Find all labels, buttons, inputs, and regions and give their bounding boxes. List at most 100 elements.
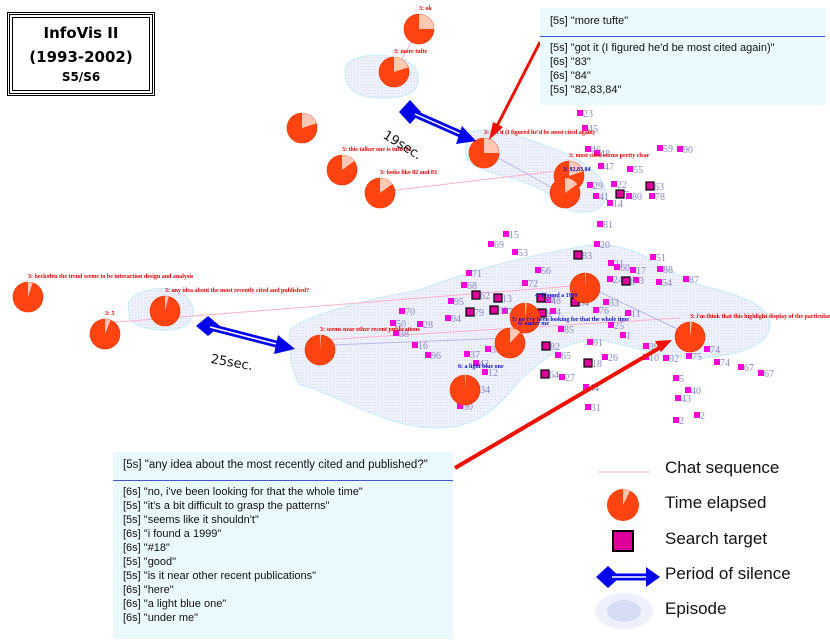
document-marker[interactable]: 12 <box>482 368 498 379</box>
document-marker[interactable]: 3 <box>633 276 644 287</box>
document-marker[interactable]: 81 <box>597 220 613 231</box>
time-elapsed-pie[interactable] <box>494 327 526 359</box>
document-marker[interactable]: 39 <box>643 342 659 353</box>
document-marker[interactable]: 72 <box>522 279 538 290</box>
search-target-marker[interactable]: 13 <box>493 293 512 305</box>
time-elapsed-pie[interactable]: 3: any idea about the most recently cite… <box>149 288 309 327</box>
document-marker[interactable]: 50 <box>390 319 406 330</box>
document-marker[interactable]: 92 <box>663 354 679 365</box>
document-marker[interactable]: 67 <box>738 363 754 374</box>
document-marker[interactable]: 95 <box>448 297 464 308</box>
document-marker[interactable]: 88 <box>657 265 673 276</box>
time-elapsed-pie[interactable] <box>286 112 318 144</box>
document-marker[interactable]: 67 <box>758 369 774 380</box>
document-marker[interactable]: 29 <box>587 181 603 192</box>
document-marker[interactable]: 4 <box>550 307 561 318</box>
time-elapsed-pie[interactable]: 3: more tufte <box>378 49 428 88</box>
document-marker[interactable]: 69 <box>488 240 504 251</box>
search-target-marker[interactable]: 18 <box>583 358 602 370</box>
search-target-marker[interactable]: 93 <box>489 305 508 317</box>
document-marker[interactable]: 48 <box>545 296 561 307</box>
document-marker[interactable]: 38 <box>393 329 409 340</box>
document-marker[interactable]: 11 <box>625 309 641 320</box>
marker-square <box>673 375 679 381</box>
document-marker[interactable]: 5 <box>673 374 684 385</box>
document-marker[interactable]: 60 <box>614 263 630 274</box>
search-target-marker[interactable]: 63 <box>645 181 664 193</box>
document-marker[interactable]: 74 <box>714 358 730 369</box>
search-target-marker[interactable]: 83 <box>536 293 555 305</box>
document-marker[interactable]: 56 <box>535 266 551 277</box>
search-target-marker[interactable]: 83 <box>573 250 592 262</box>
document-marker[interactable]: 45 <box>582 124 598 135</box>
document-marker[interactable]: 70 <box>399 307 415 318</box>
time-elapsed-pie[interactable]: 3: 5 <box>89 311 121 350</box>
document-marker[interactable]: 33 <box>603 298 619 309</box>
document-marker[interactable]: 59 <box>657 144 673 155</box>
document-marker[interactable]: 23 <box>577 109 593 120</box>
document-marker[interactable]: 2 <box>694 411 705 422</box>
document-marker[interactable]: 55 <box>627 165 643 176</box>
search-target-marker[interactable]: 6 <box>621 276 635 288</box>
document-marker[interactable]: 43 <box>675 394 691 405</box>
document-marker[interactable]: 47 <box>598 162 614 173</box>
time-elapsed-pie[interactable]: 3: ok <box>403 6 435 45</box>
document-marker[interactable]: 85 <box>558 325 574 336</box>
time-elapsed-pie[interactable]: 3: this talker one is tufte 82 <box>326 147 412 186</box>
marker-square <box>559 374 565 380</box>
document-marker[interactable]: 22 <box>611 180 627 191</box>
document-marker[interactable]: 41 <box>593 192 609 203</box>
time-elapsed-pie[interactable]: 3: i'm think that this highlight display… <box>674 314 830 353</box>
document-marker[interactable]: 14 <box>607 199 623 210</box>
document-marker[interactable]: 2 <box>673 416 684 427</box>
document-marker[interactable]: 91 <box>587 338 603 349</box>
time-elapsed-pie[interactable] <box>449 374 481 406</box>
document-marker[interactable]: 27 <box>559 373 575 384</box>
document-marker[interactable]: 53 <box>512 248 528 259</box>
search-target-marker[interactable]: 82 <box>541 341 560 353</box>
document-marker[interactable]: 68 <box>461 281 477 292</box>
document-marker[interactable]: 94 <box>445 314 461 325</box>
document-marker[interactable]: 16 <box>412 341 428 352</box>
document-marker[interactable]: 24 <box>607 275 623 286</box>
document-marker[interactable]: 51 <box>650 253 666 264</box>
document-marker[interactable]: 1 <box>620 331 631 342</box>
document-marker[interactable]: 96 <box>425 351 441 362</box>
document-marker[interactable]: 31 <box>585 403 601 414</box>
search-target-marker[interactable]: 64 <box>540 369 559 381</box>
document-marker[interactable]: 28 <box>417 320 433 331</box>
search-target-marker[interactable]: 62 <box>471 290 490 302</box>
marker-square <box>663 355 669 361</box>
document-marker[interactable]: 37 <box>464 350 480 361</box>
search-target-marker[interactable]: 79 <box>465 307 484 319</box>
time-elapsed-pie[interactable]: 3: heckofen the trend seems to be intera… <box>12 274 194 313</box>
time-elapsed-pie[interactable]: 3: looks like 82 and 83 <box>364 170 437 209</box>
document-marker[interactable]: 36 <box>485 345 501 356</box>
document-marker[interactable]: 40 <box>685 386 701 397</box>
document-marker[interactable]: 48 <box>594 149 610 160</box>
time-elapsed-pie[interactable]: 3: seems near other recent publications <box>304 327 420 366</box>
document-marker[interactable]: 75 <box>686 352 702 363</box>
document-marker[interactable]: 78 <box>649 192 665 203</box>
time-elapsed-pie[interactable] <box>569 272 601 304</box>
time-elapsed-pie[interactable] <box>509 302 541 334</box>
document-marker[interactable]: 54 <box>656 278 672 289</box>
document-marker[interactable]: 80 <box>626 192 642 203</box>
document-marker[interactable]: 20 <box>594 240 610 251</box>
marker-label: 40 <box>691 386 701 397</box>
document-marker[interactable]: 25 <box>608 321 624 332</box>
document-marker[interactable]: 90 <box>677 145 693 156</box>
document-marker[interactable]: 30 <box>457 402 473 413</box>
document-marker[interactable]: 17 <box>630 266 646 277</box>
document-marker[interactable]: 42 <box>473 359 489 370</box>
time-elapsed-pie[interactable] <box>549 177 581 209</box>
document-marker[interactable]: 15 <box>503 230 519 241</box>
document-marker[interactable]: 87 <box>683 275 699 286</box>
time-elapsed-pie[interactable]: 3: got it (I figured he'd be most cited … <box>468 129 595 169</box>
document-marker[interactable]: 65 <box>555 351 571 362</box>
document-marker[interactable]: 71 <box>466 269 482 280</box>
document-marker[interactable]: 74 <box>704 345 720 356</box>
search-target-marker[interactable]: 7 <box>615 189 629 201</box>
document-marker[interactable]: 26 <box>602 353 618 364</box>
document-marker[interactable]: 76 <box>593 306 609 317</box>
